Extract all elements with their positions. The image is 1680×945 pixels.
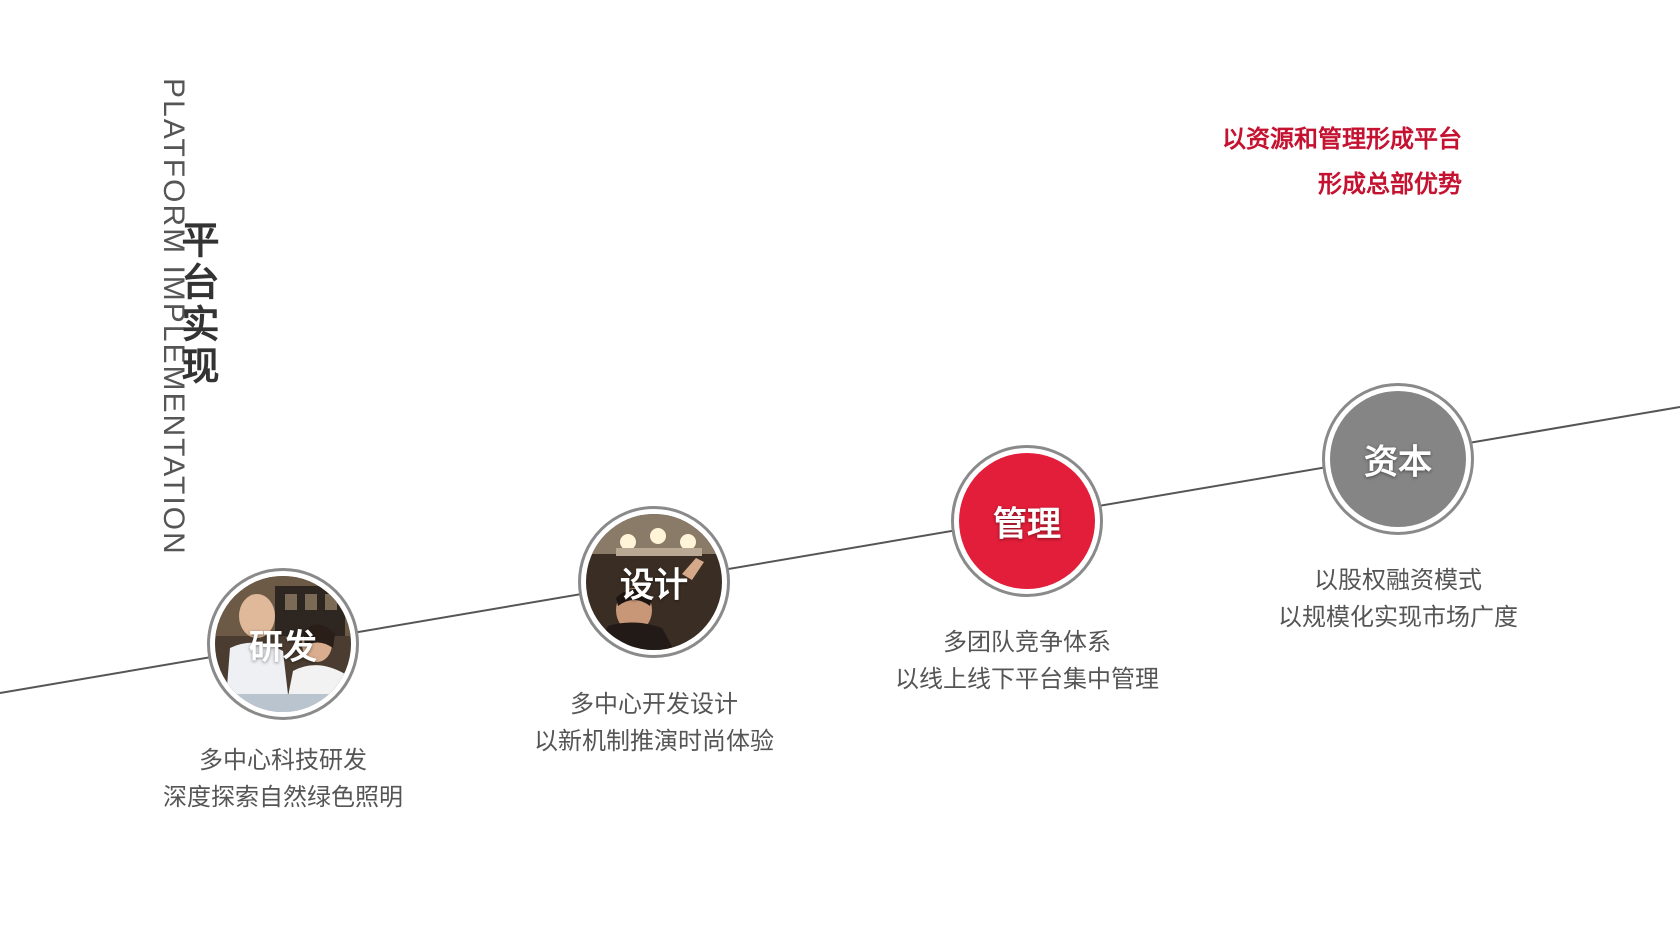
step-capital-label: 资本 <box>1364 442 1432 483</box>
step-management-desc-line-1: 多团队竞争体系 <box>943 628 1111 656</box>
slogan: 以资源和管理形成平台 形成总部优势 <box>1222 116 1462 206</box>
step-capital-desc-line-2: 以规模化实现市场广度 <box>1278 603 1518 631</box>
step-rnd-desc-line-2: 深度探索自然绿色照明 <box>163 783 403 811</box>
management-circle: 管理 <box>959 453 1095 589</box>
step-capital-desc: 以股权融资模式 以规模化实现市场广度 <box>1238 562 1558 636</box>
step-rnd-label: 研发 <box>249 627 317 668</box>
step-capital-desc-line-1: 以股权融资模式 <box>1314 566 1482 594</box>
step-design-node: 设计 <box>578 506 730 658</box>
step-design-label: 设计 <box>620 565 688 606</box>
step-management-node: 管理 <box>951 445 1103 597</box>
step-management-desc-line-2: 以线上线下平台集中管理 <box>895 665 1159 693</box>
slogan-line-2: 形成总部优势 <box>1318 169 1462 198</box>
step-rnd-node: 研发 <box>207 568 359 720</box>
chinese-title: 平台实现 <box>175 220 220 388</box>
step-rnd-desc: 多中心科技研发 深度探索自然绿色照明 <box>143 742 423 816</box>
step-management-label: 管理 <box>993 504 1061 545</box>
english-title: PLATFORM IMPLEMENTATION <box>157 78 190 556</box>
step-rnd-desc-line-1: 多中心科技研发 <box>199 746 367 774</box>
step-design-desc-line-2: 以新机制推演时尚体验 <box>534 727 774 755</box>
step-design-desc-line-1: 多中心开发设计 <box>570 690 738 718</box>
step-management-desc: 多团队竞争体系 以线上线下平台集中管理 <box>867 624 1187 698</box>
step-capital-node: 资本 <box>1322 383 1474 535</box>
slogan-line-1: 以资源和管理形成平台 <box>1222 124 1462 153</box>
capital-circle: 资本 <box>1330 391 1466 527</box>
step-design-desc: 多中心开发设计 以新机制推演时尚体验 <box>509 686 799 760</box>
rnd-photo: 研发 <box>215 576 351 712</box>
design-photo: 设计 <box>586 514 722 650</box>
